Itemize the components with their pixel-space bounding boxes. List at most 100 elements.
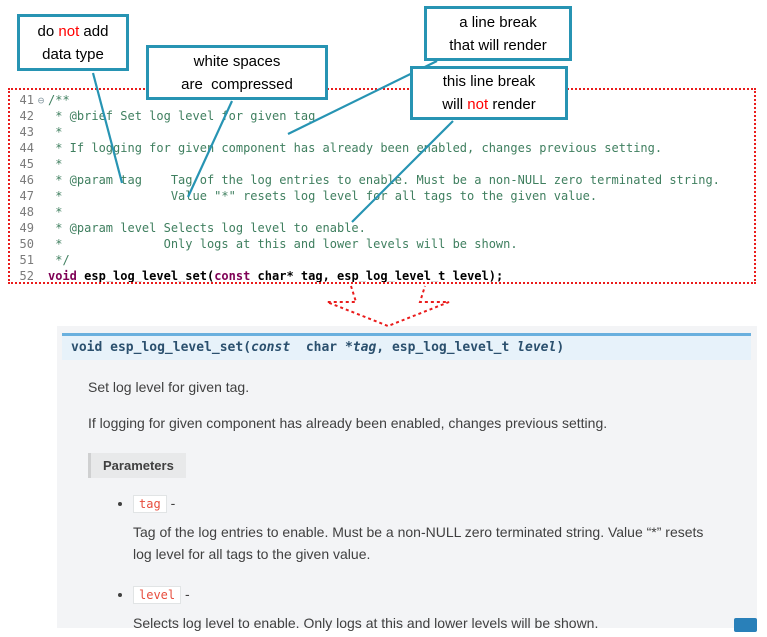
param-head: level - — [133, 584, 720, 605]
code-lines: 41⊖/**42 * @brief Set log level for give… — [10, 92, 754, 283]
param-description: Tag of the log entries to enable. Must b… — [133, 524, 704, 562]
callout-text: a line break — [459, 13, 537, 31]
code-token: * If logging for given component has alr… — [48, 141, 663, 155]
callout-do-not-add-data-type: do not add data type — [17, 14, 129, 71]
line-number: 48 — [19, 205, 34, 219]
code-token: * — [48, 205, 63, 219]
line-number: 50 — [19, 237, 34, 251]
code-text: /** — [48, 93, 70, 107]
code-token: const — [214, 269, 251, 283]
line-number: 43 — [19, 125, 34, 139]
callout-text: are compressed — [181, 75, 293, 93]
signature-token: esp_log_level_t — [391, 340, 518, 355]
signature-token: char * — [290, 340, 353, 355]
callout-text-line: a line break — [459, 11, 537, 34]
param-separator: - — [166, 495, 176, 511]
signature-token: esp_log_level_set — [110, 340, 244, 355]
callout-text: not — [58, 22, 80, 40]
callout-text-line: data type — [42, 43, 104, 66]
signature-token: level — [517, 340, 557, 355]
line-number: 47 — [19, 189, 34, 203]
line-number: 45 — [19, 157, 34, 171]
rendered-docs-panel: void esp_log_level_set(const char *tag, … — [57, 326, 757, 632]
callout-text-line: are compressed — [181, 73, 293, 96]
line-number: 46 — [19, 173, 34, 187]
param-separator: - — [181, 586, 190, 602]
detail-paragraph: If logging for given component has alrea… — [88, 415, 608, 431]
code-text: * @param tag Tag of the log entries to e… — [48, 173, 720, 187]
param-item: tag - Tag of the log entries to enable. M… — [133, 493, 720, 565]
code-token: * @param level Selects log level to enab… — [48, 221, 366, 235]
code-line: 48 * — [10, 204, 754, 220]
parameters-label: Parameters — [88, 453, 186, 478]
code-line: 41⊖/** — [10, 92, 754, 108]
line-number: 51 — [19, 253, 34, 267]
line-number: 44 — [19, 141, 34, 155]
code-token: * — [48, 125, 63, 139]
code-line: 44 * If logging for given component has … — [10, 140, 754, 156]
callout-text-line: this line break — [443, 70, 536, 93]
docs-body: Set log level for given tag. If logging … — [57, 378, 757, 634]
signature-token: tag — [352, 340, 377, 355]
signature-token: void — [71, 340, 111, 355]
signature-token: , — [376, 340, 392, 355]
param-item: level -Selects log level to enable. Only… — [133, 584, 720, 634]
code-text: */ — [48, 253, 70, 267]
code-token: /** — [48, 93, 70, 107]
code-text: void esp_log_level_set(const char* tag, … — [48, 269, 504, 283]
callout-text: render — [488, 96, 536, 113]
callout-line-break-renders: a line break that will render — [424, 6, 572, 61]
code-text: * — [48, 157, 62, 171]
callout-text-line: that will render — [449, 34, 547, 57]
line-number: 52 — [19, 269, 34, 283]
param-head: tag - — [133, 493, 720, 514]
callout-text: that will render — [449, 36, 547, 54]
callout-text: add — [79, 22, 109, 40]
callout-text: data type — [42, 45, 104, 63]
callout-text: not — [467, 96, 489, 113]
code-editor-excerpt: 41⊖/**42 * @brief Set log level for give… — [8, 88, 756, 284]
code-line: 46 * @param tag Tag of the log entries t… — [10, 172, 754, 188]
brief-paragraph: Set log level for given tag. — [88, 379, 250, 395]
callout-text: white spaces — [193, 52, 281, 70]
code-line: 51 */ — [10, 252, 754, 268]
code-text: * If logging for given component has alr… — [48, 141, 662, 155]
code-token: esp_log_level_set — [84, 269, 207, 283]
callout-text: do — [37, 22, 59, 40]
param-name-literal: level — [133, 586, 182, 604]
code-text: * Value "*" resets log level for all tag… — [48, 189, 597, 203]
code-line: 52 void esp_log_level_set(const char* tag… — [10, 268, 754, 283]
function-signature: void esp_log_level_set(const char *tag, … — [62, 333, 751, 360]
param-name-literal: tag — [133, 495, 167, 513]
code-token: */ — [48, 253, 70, 267]
callout-text: this line break — [442, 73, 536, 90]
code-token: char* tag, esp_log_level_t level); — [250, 269, 504, 283]
code-token: void — [48, 269, 77, 283]
code-text: * — [48, 125, 62, 139]
line-number: 42 — [19, 109, 34, 123]
code-text: * Only logs at this and lower levels wil… — [48, 237, 518, 251]
code-text: * — [48, 205, 62, 219]
callout-text-line: do not add — [38, 20, 109, 43]
fold-marker-icon: ⊖ — [37, 94, 45, 107]
code-line: 47 * Value "*" resets log level for all … — [10, 188, 754, 204]
code-token: * Only logs at this and lower levels wil… — [48, 237, 518, 251]
code-text: * @param level Selects log level to enab… — [48, 221, 366, 235]
code-line: 50 * Only logs at this and lower levels … — [10, 236, 754, 252]
callout-text: will — [442, 96, 468, 113]
callout-text-line: will not render — [442, 93, 535, 116]
signature-token: ( — [243, 340, 252, 355]
code-line: 43 * — [10, 124, 754, 140]
code-token: * — [48, 157, 63, 171]
scroll-badge[interactable] — [734, 618, 757, 632]
signature-token: ) — [556, 340, 565, 355]
code-token: * @param tag Tag of the log entries to e… — [48, 173, 720, 187]
line-number: 41 — [19, 93, 34, 107]
callout-white-spaces-compressed: white spaces are compressed — [146, 45, 328, 100]
down-arrow-icon — [326, 285, 450, 328]
callout-line-break-not-renders: this line break will not render — [410, 66, 568, 120]
callout-text-line: white spaces — [194, 50, 281, 73]
param-list: tag - Tag of the log entries to enable. M… — [115, 493, 720, 634]
line-number: 49 — [19, 221, 34, 235]
